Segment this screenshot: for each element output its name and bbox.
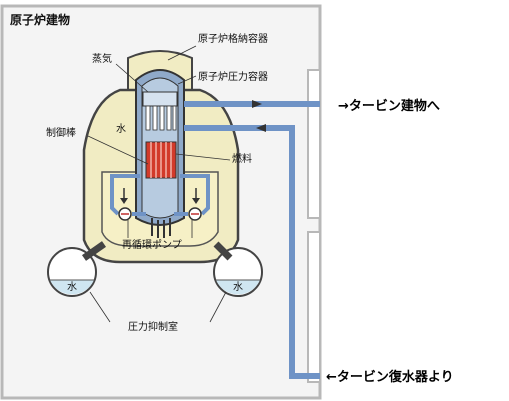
pool-water-left: [50, 280, 94, 295]
vent-pipe-right: [213, 241, 233, 261]
vent-pipe-left: [81, 241, 107, 261]
label-suppression-chamber: 圧力抑制室: [128, 320, 178, 333]
leader-fuel: [175, 153, 231, 161]
leader-containment-vessel: [167, 45, 197, 61]
fuel-rods: [150, 142, 172, 178]
label-pressure-vessel: 原子炉圧力容器: [198, 70, 268, 83]
control-rod-drives: [151, 218, 171, 238]
leader-suppression-right: [209, 291, 227, 323]
feedwater-flow-arrow: [256, 124, 266, 132]
steam-flow-arrow: [252, 100, 262, 108]
label-water-left: 水: [67, 281, 77, 293]
label-control-rod: 制御棒: [46, 126, 76, 139]
label-water-right: 水: [233, 281, 243, 293]
recirculation-loop-right: [174, 174, 210, 216]
pool-water-right: [216, 280, 260, 295]
building-side-wall-lower: [307, 231, 321, 383]
separator-tube: [145, 105, 151, 131]
building-side-wall-upper: [307, 69, 321, 219]
label-water-core: 水: [116, 123, 126, 135]
label-to-turbine: →タービン建物へ: [338, 98, 440, 114]
label-recirc-pump: 再循環ポンプ: [122, 238, 182, 251]
downflow-arrow-right-head: [192, 198, 200, 204]
steam-separator: [145, 105, 177, 131]
leader-suppression-left: [89, 291, 111, 323]
leader-control-rod: [87, 135, 149, 165]
downflow-arrow-left: [120, 188, 128, 204]
building-title: 原子炉建物: [10, 12, 70, 27]
separator-tube: [159, 105, 165, 131]
downflow-arrow-left-head: [120, 198, 128, 204]
downflow-arrow-right: [192, 188, 200, 204]
separator-tube: [166, 105, 172, 131]
steam-dryer: [142, 91, 178, 107]
leader-pressure-vessel: [177, 75, 197, 85]
recirculation-loop-left: [110, 174, 146, 216]
feedwater-line: [184, 125, 320, 379]
leader-steam: [115, 63, 149, 93]
label-containment-vessel: 原子炉格納容器: [198, 32, 268, 45]
label-fuel: 燃料: [232, 152, 252, 165]
separator-tube: [172, 105, 177, 131]
label-from-turbine: ←タービン復水器より: [326, 369, 454, 385]
separator-tube: [152, 105, 158, 131]
label-steam: 蒸気: [92, 52, 112, 65]
